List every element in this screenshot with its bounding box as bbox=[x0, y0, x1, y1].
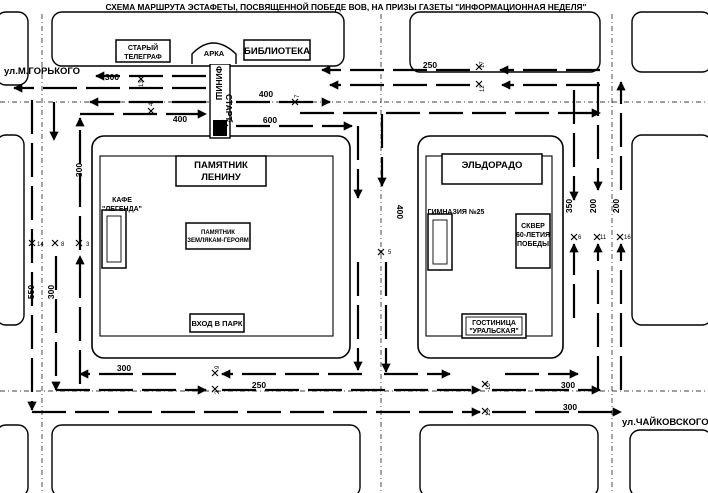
stage-marker bbox=[75, 239, 83, 247]
distance-label: 300 bbox=[563, 402, 577, 412]
heroes-monument-box bbox=[185, 222, 251, 250]
start-label: СТАРТ bbox=[224, 94, 234, 122]
street-name-gorkogo: ул.М.ГОРЬКОГО bbox=[4, 66, 80, 77]
stage-marker bbox=[475, 80, 483, 88]
library-box bbox=[243, 39, 311, 61]
legenda-cafe-inner bbox=[106, 215, 122, 263]
hotel-box-inner bbox=[465, 316, 523, 336]
distance-label: 350 bbox=[564, 199, 574, 213]
distance-label: 250 bbox=[252, 380, 266, 390]
library-label: БИБЛИОТЕКА bbox=[244, 46, 310, 57]
distance-label: 300 bbox=[46, 285, 56, 299]
stage-number: 13 bbox=[139, 80, 145, 87]
distance-label: 400 bbox=[395, 205, 405, 219]
stage-marker bbox=[377, 248, 385, 256]
distance-label: 200 bbox=[588, 199, 598, 213]
stage-marker bbox=[211, 369, 219, 377]
stage-marker bbox=[481, 407, 489, 415]
route-arrows bbox=[13, 65, 626, 417]
city-blocks bbox=[0, 11, 708, 493]
stage-marker bbox=[221, 119, 229, 127]
gymnasium-box bbox=[427, 213, 453, 271]
stage-number: 5 bbox=[388, 250, 392, 256]
stage-number: 3 bbox=[86, 242, 90, 248]
stage-marker bbox=[291, 98, 299, 106]
stage-marker bbox=[616, 233, 624, 241]
stage-marker bbox=[211, 385, 219, 393]
stage-number: 6 bbox=[578, 235, 582, 241]
stage-number: 12 bbox=[480, 85, 486, 92]
distance-label: 300 bbox=[561, 380, 575, 390]
stage-number: 2 bbox=[215, 390, 221, 394]
gymnasium-inner bbox=[432, 219, 448, 265]
stage-number: 16 bbox=[624, 235, 631, 241]
finish-label: ФИНИШ bbox=[214, 66, 224, 100]
square-label-line2: 60-ЛЕТИЯ bbox=[516, 232, 550, 239]
telegraph-label-line2: ТЕЛЕГРАФ bbox=[124, 54, 161, 61]
stage-number: 1 bbox=[229, 119, 235, 123]
victory-square-box bbox=[515, 213, 551, 269]
lenin-label-line2: ЛЕНИНУ bbox=[201, 172, 241, 183]
arch-label: АРКА bbox=[204, 49, 225, 58]
stage-number: 9 bbox=[215, 365, 221, 369]
hotel-label-line1: ГОСТИНИЦА bbox=[472, 320, 516, 327]
square-label-line1: СКВЕР bbox=[521, 223, 545, 230]
stage-number: 10 bbox=[486, 383, 492, 390]
gymnasium-label: ГИМНАЗИЯ №25 bbox=[428, 208, 485, 216]
stage-marker bbox=[593, 233, 601, 241]
stage-number: 4 bbox=[149, 102, 155, 106]
eldorado-label: ЭЛЬДОРАДО bbox=[462, 160, 523, 171]
street-name-chaikovskogo: ул.ЧАЙКОВСКОГО bbox=[622, 416, 708, 428]
distance-label: 400 bbox=[173, 114, 187, 124]
stage-marker bbox=[51, 239, 59, 247]
stage-markers bbox=[28, 63, 624, 415]
stage-marker bbox=[570, 233, 578, 241]
distance-label: 250 bbox=[423, 60, 437, 70]
legenda-label-line2: "ЛЕГЕНДА" bbox=[102, 206, 142, 213]
lenin-monument-box bbox=[175, 155, 267, 187]
diagram-title: СХЕМА МАРШРУТА ЭСТАФЕТЫ, ПОСВЯЩЕННОЙ ПОБ… bbox=[106, 1, 587, 12]
hotel-label-line2: "УРАЛЬСКАЯ" bbox=[469, 328, 518, 335]
stage-marker bbox=[475, 63, 483, 71]
park-entrance-label: ВХОД В ПАРК bbox=[192, 319, 243, 328]
stage-marker bbox=[137, 75, 145, 83]
heroes-label-line1: ПАМЯТНИК bbox=[201, 230, 235, 236]
stage-marker bbox=[481, 380, 489, 388]
eldorado-box bbox=[441, 153, 543, 185]
square-label-line3: ПОБЕДЫ bbox=[517, 241, 549, 248]
stage-number: 17 bbox=[480, 61, 486, 68]
distance-label: 200 bbox=[611, 199, 621, 213]
heroes-label-line2: ЗЕМЛЯКАМ-ГЕРОЯМ bbox=[187, 238, 249, 244]
distance-label: 550 bbox=[26, 285, 36, 299]
old-telegraph-box bbox=[115, 39, 171, 63]
arch-shape bbox=[191, 42, 237, 64]
park-entrance-box bbox=[189, 313, 245, 333]
distance-label: 400 bbox=[259, 89, 273, 99]
distance-label: 600 bbox=[263, 115, 277, 125]
legenda-cafe-box bbox=[101, 209, 127, 269]
distance-label: 300 bbox=[74, 163, 84, 177]
stage-number: 8 bbox=[61, 242, 65, 248]
distance-label: 300 bbox=[117, 363, 131, 373]
telegraph-label-line1: СТАРЫЙ bbox=[128, 43, 158, 52]
stage-marker bbox=[28, 239, 36, 247]
distance-label: 300 bbox=[105, 72, 119, 82]
stage-number: 11 bbox=[600, 235, 607, 241]
hotel-box bbox=[461, 313, 527, 339]
lenin-label-line1: ПАМЯТНИК bbox=[194, 160, 248, 171]
legenda-label-line1: КАФЕ bbox=[112, 197, 132, 204]
stage-marker bbox=[147, 107, 155, 115]
stage-number: 15 bbox=[486, 409, 492, 416]
stage-number: 14 bbox=[37, 242, 44, 248]
stage-number: 7 bbox=[295, 94, 301, 98]
